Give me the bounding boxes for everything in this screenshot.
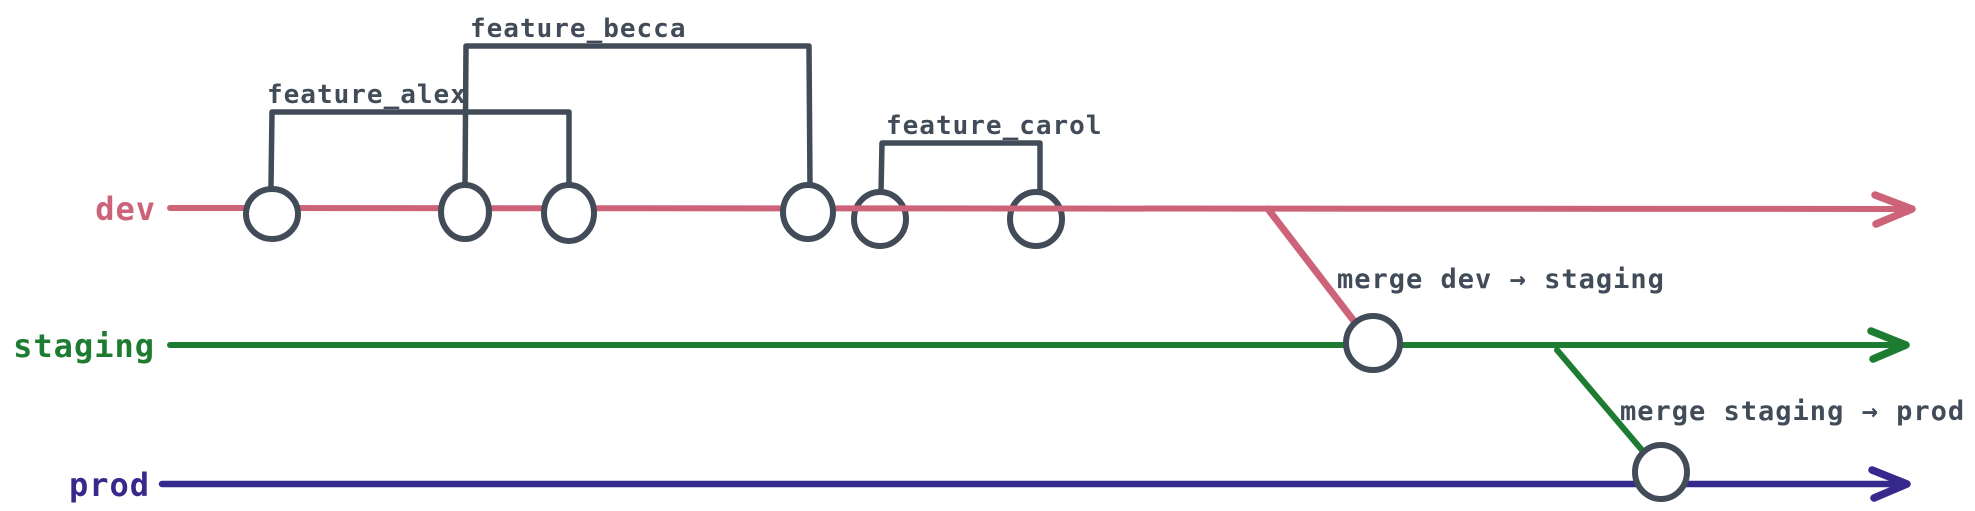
feature-carol-bracket [878, 140, 1043, 197]
commit-staging-merge [1343, 313, 1403, 373]
dev-branch-line [167, 205, 1903, 212]
commit-dev-1 [243, 186, 301, 242]
commit-dev-5 [851, 189, 909, 249]
staging-arrowhead-icon [1867, 327, 1910, 363]
dev-branch-label: dev [95, 190, 156, 228]
merge-dev-to-staging-line [1264, 205, 1361, 329]
prod-arrowhead-icon [1868, 466, 1911, 502]
commit-prod-merge [1632, 442, 1690, 502]
commit-dev-3 [541, 182, 597, 244]
merge-staging-to-prod-label: merge staging → prod [1620, 396, 1965, 427]
commit-dev-6 [1007, 189, 1065, 249]
commit-dev-4 [780, 182, 836, 242]
merge-dev-to-staging-label: merge dev → staging [1337, 264, 1665, 295]
feature-carol-label: feature_carol [886, 111, 1103, 141]
dev-arrowhead-icon [1871, 191, 1916, 228]
merge-staging-to-prod-line [1554, 347, 1650, 459]
feature-becca-bracket [462, 43, 813, 191]
commit-dev-2 [438, 182, 492, 242]
feature-alex-bracket [268, 109, 572, 191]
staging-branch-label: staging [13, 327, 155, 365]
feature-becca-label: feature_becca [470, 14, 687, 44]
prod-branch-label: prod [69, 466, 150, 504]
feature-alex-label: feature_alex [267, 80, 467, 110]
